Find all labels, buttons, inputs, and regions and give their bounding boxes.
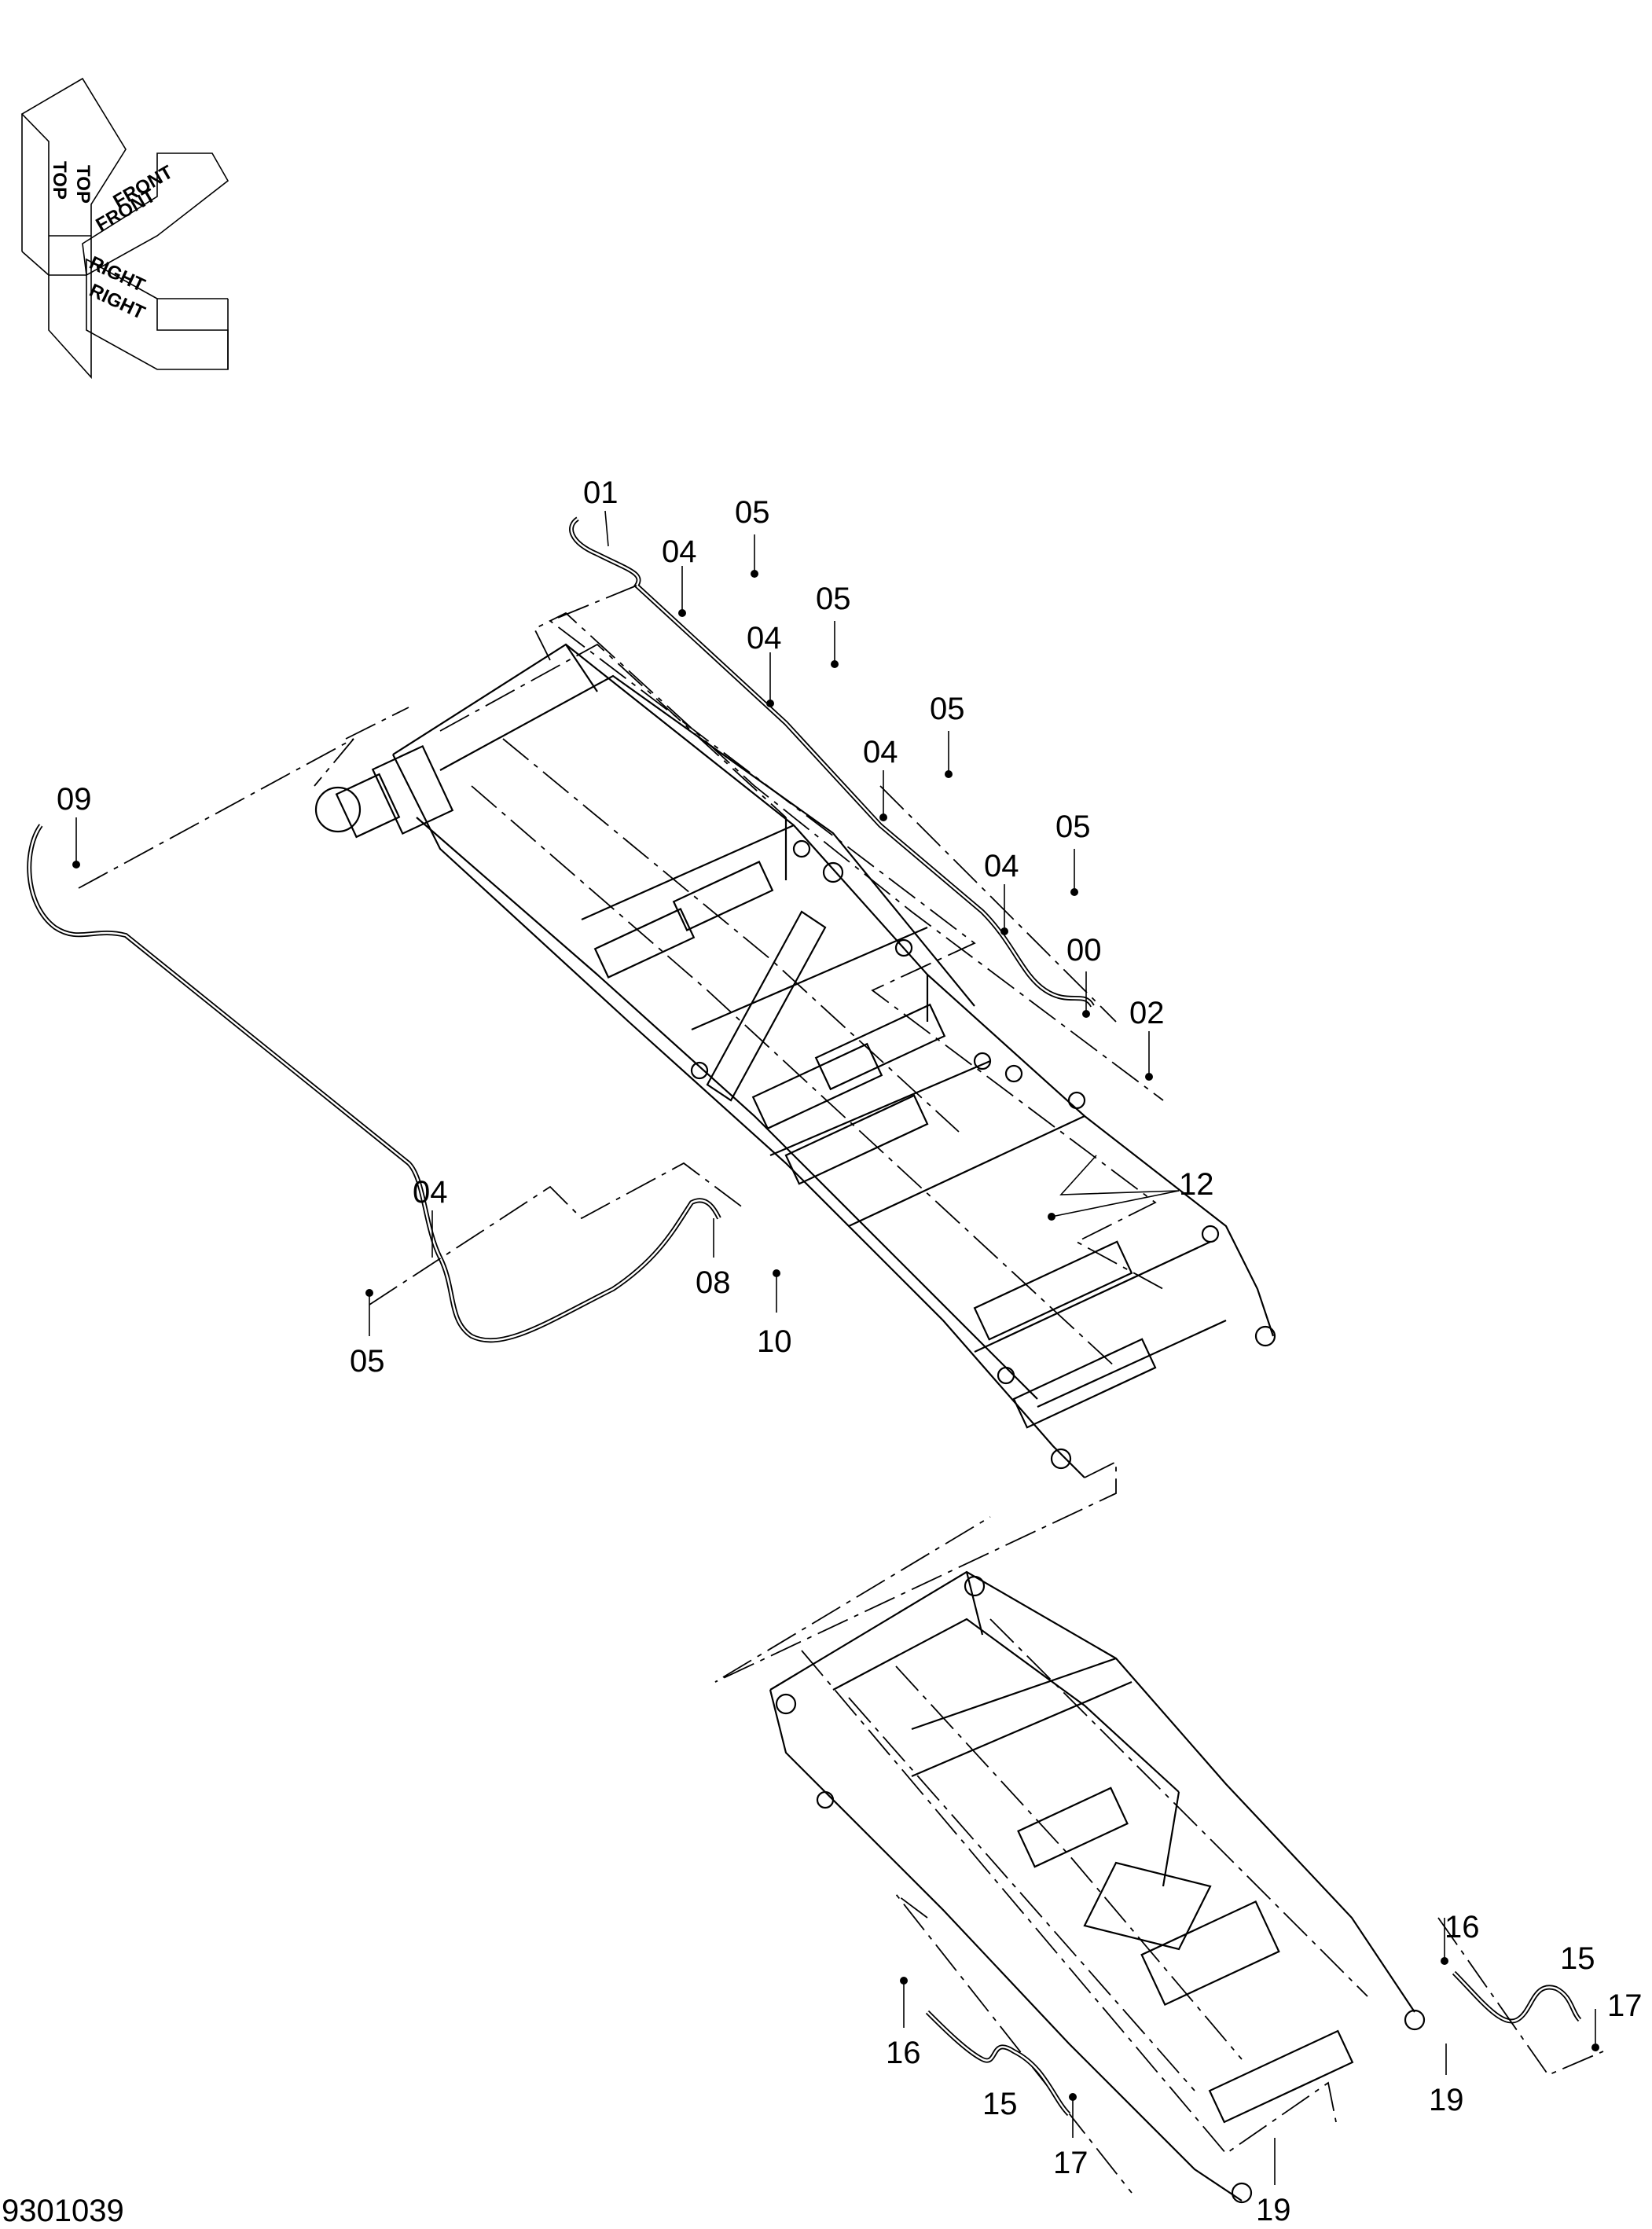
callout-17: 17 <box>1053 2146 1088 2180</box>
callout-08: 08 <box>696 1265 731 1300</box>
callout-09: 09 <box>57 782 92 817</box>
callout-19: 19 <box>1256 2193 1291 2227</box>
callout-05: 05 <box>1055 810 1091 844</box>
callout-05: 05 <box>816 582 851 616</box>
callout-12: 12 <box>1179 1167 1214 1202</box>
callout-04: 04 <box>863 735 898 769</box>
callout-15: 15 <box>1560 1941 1595 1976</box>
callout-19: 19 <box>1429 2083 1464 2117</box>
callout-labels: 01 05 04 05 04 05 04 05 04 00 02 09 12 0… <box>57 476 1643 2227</box>
orientation-top-label-2: TOP <box>49 161 70 200</box>
callout-05: 05 <box>735 495 770 530</box>
orientation-indicator: TOP TOP FRONT FRONT RIGHT RIGHT <box>20 77 229 380</box>
routing-line-middle <box>369 1162 747 1305</box>
hose-upper-right <box>569 516 1095 1008</box>
routing-line-left <box>78 738 354 889</box>
routing-line-upper <box>549 585 1164 1290</box>
callout-17: 17 <box>1607 1988 1643 2023</box>
callout-16: 16 <box>886 2036 921 2070</box>
routing-line-lower-right <box>1437 1917 1604 2077</box>
lower-frame-assembly <box>769 1570 1426 2204</box>
callout-10: 10 <box>757 1324 792 1359</box>
callout-04: 04 <box>662 534 697 569</box>
leader-lines <box>72 510 1599 2185</box>
callout-15: 15 <box>982 2087 1018 2121</box>
callout-01: 01 <box>583 476 619 510</box>
callout-04: 04 <box>413 1175 448 1210</box>
orientation-top-label: TOP <box>72 165 94 204</box>
hose-lower-left <box>925 2010 1071 2117</box>
hose-left-long <box>27 824 721 1343</box>
callout-04: 04 <box>747 621 782 655</box>
drawing-id: 9301039 <box>2 2194 124 2228</box>
callout-05: 05 <box>350 1344 385 1379</box>
assembly-connection-line <box>714 1460 1117 1683</box>
callout-02: 02 <box>1129 996 1165 1030</box>
callout-16: 16 <box>1445 1910 1480 1944</box>
hose-lower-right <box>1452 1970 1582 2024</box>
upper-frame-assembly <box>314 643 1276 1478</box>
callout-04: 04 <box>984 849 1019 883</box>
callout-05: 05 <box>930 692 965 726</box>
upper-phantom-outline <box>533 611 1164 1101</box>
callout-00: 00 <box>1066 933 1102 968</box>
